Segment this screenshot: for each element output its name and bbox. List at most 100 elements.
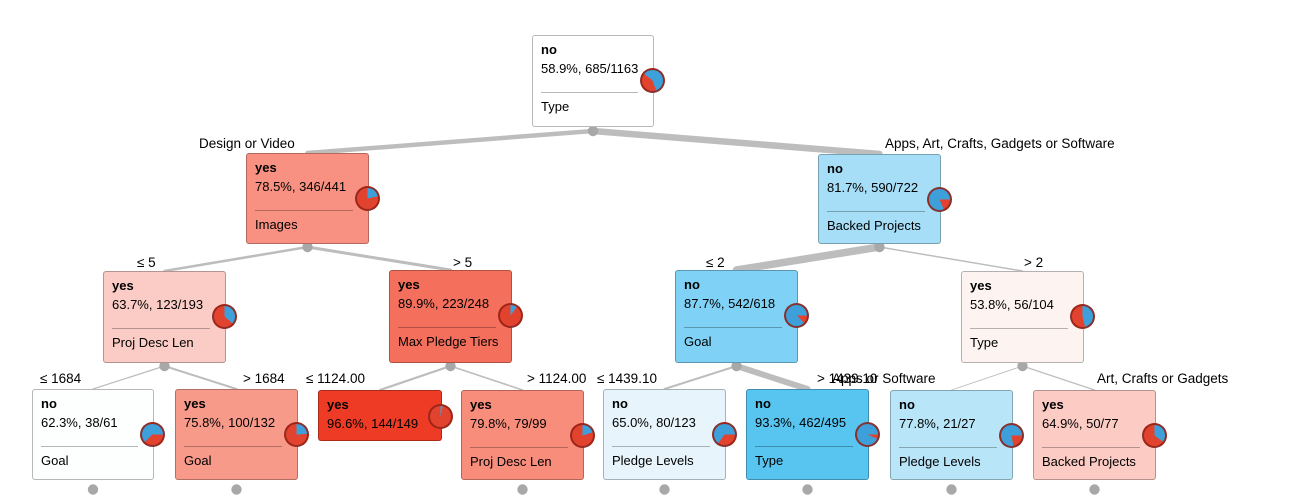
node-answer: no <box>612 396 628 411</box>
edge-label-mpt: > 5 <box>453 255 473 270</box>
class-distribution-pie-icon <box>712 422 737 447</box>
tree-edge-b8 <box>1021 365 1096 391</box>
edge-label-b6: > 1439.10 <box>817 371 878 386</box>
class-distribution-pie-icon <box>999 423 1024 448</box>
node-answer: no <box>541 42 557 57</box>
node-stat: 78.5%, 346/441 <box>255 179 347 194</box>
tree-node-b7[interactable]: no 77.8%, 21/27 Pledge Levels <box>890 390 1024 480</box>
tree-edge-b4 <box>449 365 524 391</box>
node-split-attribute: Pledge Levels <box>899 454 981 469</box>
node-answer: no <box>755 396 771 411</box>
node-split-attribute: Goal <box>184 453 212 468</box>
edge-label-type_r: > 2 <box>1024 255 1044 270</box>
class-distribution-pie-icon <box>570 423 595 448</box>
class-distribution-pie-icon <box>140 422 165 447</box>
collapsed-subtree-dot-b6[interactable] <box>802 484 813 495</box>
node-stat: 65.0%, 80/123 <box>612 415 696 430</box>
tree-node-root[interactable]: no 58.9%, 685/1163 Type <box>532 35 665 127</box>
tree-node-goal_l[interactable]: no 87.7%, 542/618 Goal <box>675 270 809 363</box>
branch-dot-root <box>587 125 599 137</box>
edge-label-b4: > 1124.00 <box>527 371 587 386</box>
tree-edge-b7 <box>951 365 1023 391</box>
tree-node-b6[interactable]: no 93.3%, 462/495 Type <box>746 389 880 480</box>
node-stat: 53.8%, 56/104 <box>970 297 1054 312</box>
node-stat: 63.7%, 123/193 <box>112 297 204 312</box>
class-distribution-pie-icon <box>855 422 880 447</box>
tree-node-b4[interactable]: yes 79.8%, 79/99 Proj Desc Len <box>461 390 595 480</box>
class-distribution-pie-icon <box>927 187 952 212</box>
tree-edge-goal_l <box>732 243 884 274</box>
node-divider <box>184 446 282 447</box>
tree-node-backed[interactable]: no 81.7%, 590/722 Backed Projects <box>818 154 952 244</box>
tree-node-images[interactable]: yes 78.5%, 346/441 Images <box>246 153 380 244</box>
tree-node-b1[interactable]: no 62.3%, 38/61 Goal <box>32 389 165 480</box>
node-answer: yes <box>184 396 206 411</box>
node-divider <box>470 447 568 448</box>
node-answer: yes <box>470 397 492 412</box>
edge-label-b3: ≤ 1124.00 <box>306 371 365 386</box>
class-distribution-pie-icon <box>1070 304 1095 329</box>
tree-node-b3[interactable]: yes 96.6%, 144/149 <box>318 390 453 441</box>
edge-label-images: Design or Video <box>199 136 295 151</box>
edge-label-b7: Apps or Software <box>832 371 936 386</box>
edge-label-pdl: ≤ 5 <box>137 255 156 270</box>
edge-label-b8: Art, Crafts or Gadgets <box>1097 371 1229 386</box>
node-divider <box>684 327 782 328</box>
tree-edge-backed <box>589 127 883 158</box>
tree-edge-b2 <box>163 365 238 390</box>
node-split-attribute: Type <box>541 99 570 114</box>
node-stat: 93.3%, 462/495 <box>755 415 847 430</box>
tree-edge-b5 <box>663 365 738 390</box>
node-stat: 89.9%, 223/248 <box>398 296 490 311</box>
node-divider <box>612 446 710 447</box>
node-divider <box>541 92 638 93</box>
node-split-attribute: Proj Desc Len <box>470 454 552 469</box>
collapsed-subtree-dot-b2[interactable] <box>231 484 242 495</box>
tree-edge-images <box>305 128 596 156</box>
collapsed-subtree-dot-b7[interactable] <box>946 484 957 495</box>
tree-node-mpt[interactable]: yes 89.9%, 223/248 Max Pledge Tiers <box>389 270 523 363</box>
node-stat: 81.7%, 590/722 <box>827 180 919 195</box>
branch-dot-backed <box>874 241 885 253</box>
tree-node-b5[interactable]: no 65.0%, 80/123 Pledge Levels <box>603 389 737 480</box>
collapsed-subtree-dot-b4[interactable] <box>517 484 528 495</box>
tree-edge-b1 <box>92 365 166 390</box>
node-split-attribute: Backed Projects <box>1042 454 1136 469</box>
class-distribution-pie-icon <box>284 422 309 447</box>
branch-dot-images <box>302 241 313 253</box>
node-stat: 77.8%, 21/27 <box>899 416 976 431</box>
edge-label-b2: > 1684 <box>243 371 285 386</box>
tree-node-b8[interactable]: yes 64.9%, 50/77 Backed Projects <box>1033 390 1167 480</box>
node-divider <box>970 328 1068 329</box>
branch-dot-goal_l <box>731 360 742 372</box>
collapsed-subtree-dot-b1[interactable] <box>87 484 99 495</box>
class-distribution-pie-icon <box>212 304 237 329</box>
node-split-attribute: Goal <box>684 334 712 349</box>
node-answer: no <box>827 161 843 176</box>
node-divider <box>41 446 138 447</box>
collapsed-subtree-dot-b8[interactable] <box>1089 484 1100 495</box>
class-distribution-pie-icon <box>355 186 380 211</box>
node-answer: yes <box>398 277 420 292</box>
node-split-attribute: Max Pledge Tiers <box>398 334 499 349</box>
node-stat: 64.9%, 50/77 <box>1042 416 1119 431</box>
collapsed-subtree-dot-b5[interactable] <box>659 484 670 495</box>
edge-label-goal_l: ≤ 2 <box>706 255 725 270</box>
node-stat: 87.7%, 542/618 <box>684 296 776 311</box>
tree-node-type_r[interactable]: yes 53.8%, 56/104 Type <box>961 271 1095 363</box>
class-distribution-pie-icon <box>428 404 453 429</box>
node-split-attribute: Proj Desc Len <box>112 335 194 350</box>
edge-label-b1: ≤ 1684 <box>40 371 82 386</box>
tree-node-pdl[interactable]: yes 63.7%, 123/193 Proj Desc Len <box>103 271 237 363</box>
node-answer: yes <box>970 278 992 293</box>
node-split-attribute: Type <box>755 453 784 468</box>
edge-label-b5: ≤ 1439.10 <box>597 371 657 386</box>
class-distribution-pie-icon <box>1142 423 1167 448</box>
tree-edge-mpt <box>306 245 452 272</box>
tree-node-b2[interactable]: yes 75.8%, 100/132 Goal <box>175 389 309 480</box>
edge-label-backed: Apps, Art, Crafts, Gadgets or Software <box>885 136 1115 151</box>
node-stat: 96.6%, 144/149 <box>327 416 419 431</box>
node-divider <box>899 447 997 448</box>
